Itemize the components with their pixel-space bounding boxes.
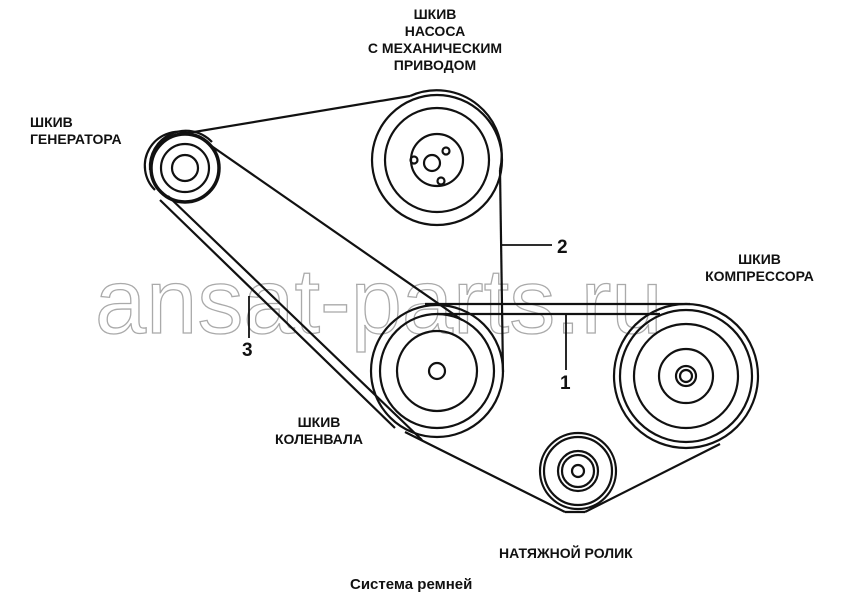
compressor-pulley-label: ШКИВ КОМПРЕССОРА (705, 251, 814, 284)
pump-pulley (370, 93, 504, 227)
crankshaft-pulley-label: ШКИВ КОЛЕНВАЛА (275, 414, 363, 447)
tensioner-pulley (538, 431, 618, 511)
belt-1 (404, 302, 721, 514)
generator-pulley-label: ШКИВ ГЕНЕРАТОРА (30, 114, 122, 147)
watermark: ansat-parts.ru (95, 251, 663, 353)
belt-number-2: 2 (557, 237, 568, 258)
generator-pulley (149, 132, 221, 204)
belt-number-1: 1 (560, 373, 571, 394)
compressor-pulley (612, 302, 760, 450)
tensioner-label: НАТЯЖНОЙ РОЛИК (499, 545, 633, 561)
pump-pulley-label: ШКИВ НАСОСА С МЕХАНИЧЕСКИМ ПРИВОДОМ (367, 6, 503, 73)
caption: Система ремней (350, 576, 473, 593)
crankshaft-pulley (369, 303, 505, 439)
belt-2 (143, 89, 505, 429)
belt-number-3: 3 (242, 340, 253, 361)
